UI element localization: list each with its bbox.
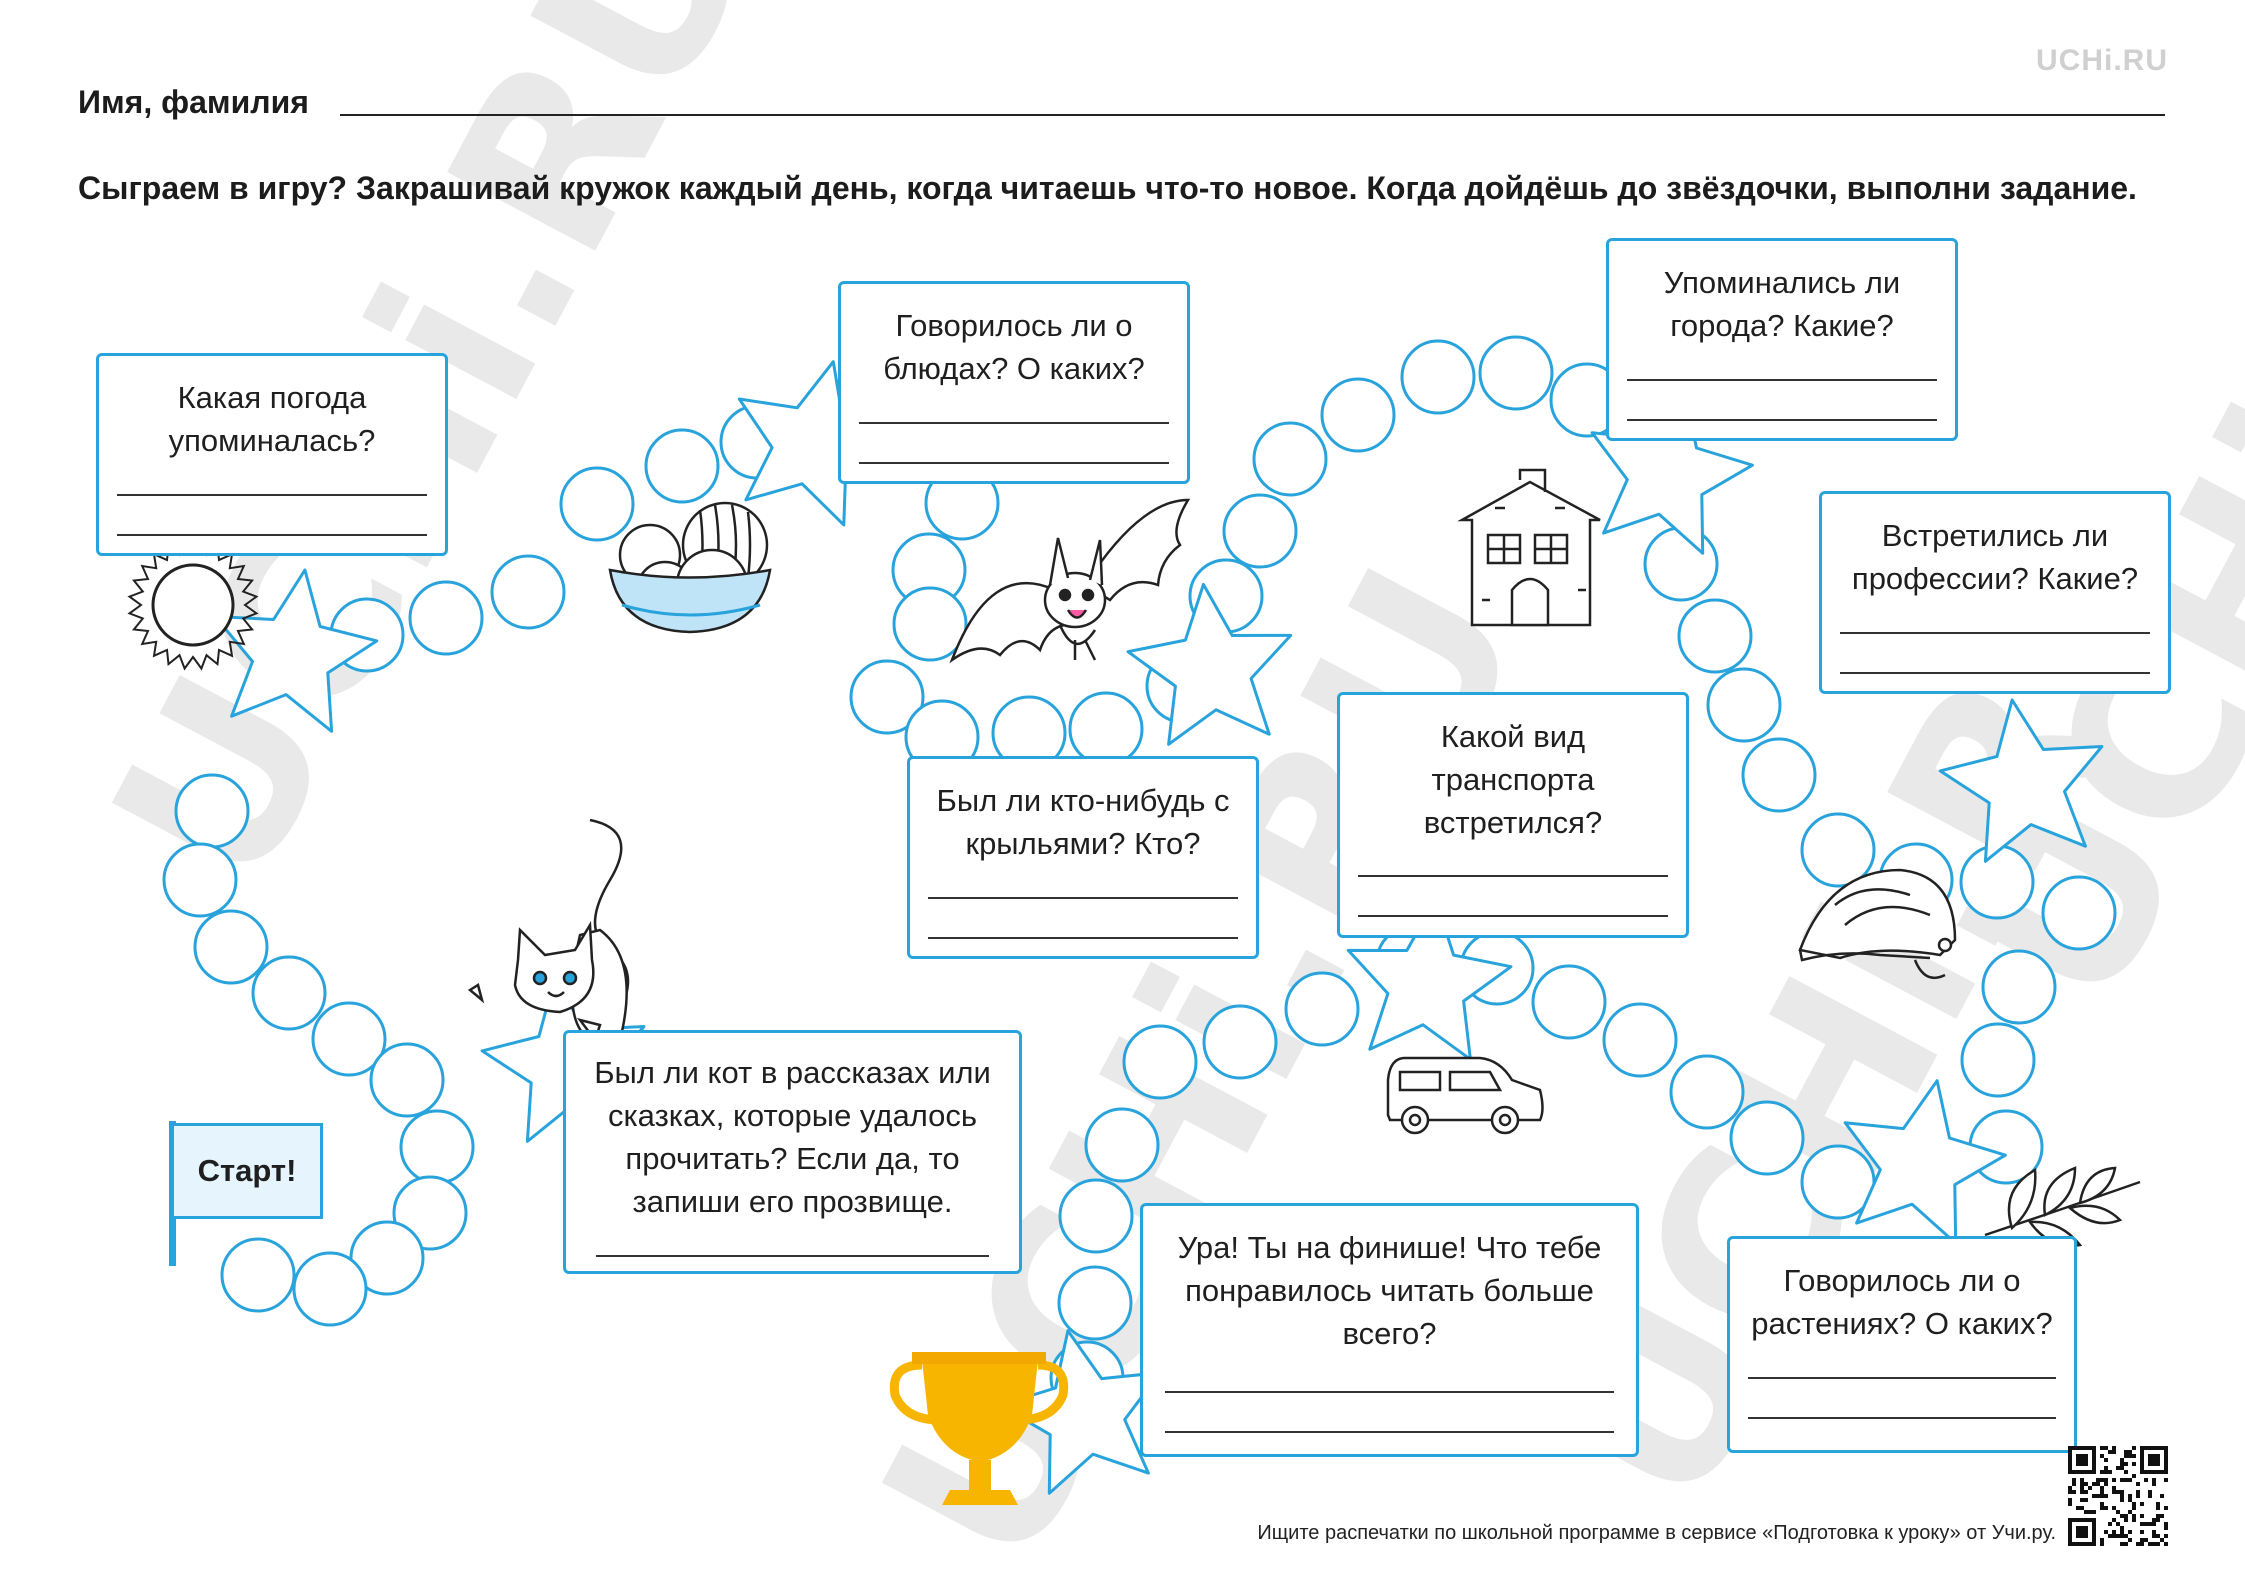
question-text: Ура! Ты на финише! Что тебе понравилось … (1177, 1230, 1602, 1351)
path-circle[interactable] (644, 428, 720, 504)
answer-line[interactable] (1358, 915, 1668, 917)
answer-line[interactable] (596, 1255, 989, 1257)
path-circle[interactable] (1602, 1002, 1678, 1078)
path-circle[interactable] (399, 1109, 475, 1185)
path-circle[interactable] (1320, 377, 1396, 453)
path-circle[interactable] (1122, 1024, 1198, 1100)
path-circle[interactable] (1800, 812, 1876, 888)
question-text: Был ли кот в рассказах или сказках, кото… (594, 1055, 991, 1219)
question-box-professions: Встретились ли профессии? Какие? (1819, 491, 2171, 694)
branch-icon (1984, 1166, 2141, 1247)
path-circle[interactable] (1400, 339, 1476, 415)
path-circle[interactable] (162, 842, 238, 918)
question-text: Встретились ли профессии? Какие? (1851, 518, 2139, 596)
path-circle[interactable] (408, 580, 484, 656)
question-box-wings: Был ли кто-нибудь с крыльями? Кто? (907, 756, 1259, 959)
answer-line[interactable] (117, 534, 427, 536)
path-stars (213, 360, 2104, 1495)
path-circle[interactable] (311, 1001, 387, 1077)
bat-icon (949, 498, 1191, 664)
question-box-plants: Говорилось ли о растениях? О каких? (1727, 1236, 2077, 1453)
path-circle[interactable] (1981, 949, 2057, 1025)
path-star (1346, 897, 1513, 1061)
path-circle[interactable] (1677, 598, 1753, 674)
answer-line[interactable] (1165, 1391, 1614, 1393)
answer-line[interactable] (859, 422, 1169, 424)
path-circle[interactable] (1058, 1178, 1134, 1254)
path-circle[interactable] (559, 466, 635, 542)
fruit-bowl-icon (608, 501, 772, 634)
path-circle[interactable] (1068, 691, 1144, 767)
path-circle[interactable] (193, 909, 269, 985)
answer-line[interactable] (1627, 379, 1937, 381)
path-circle[interactable] (292, 1251, 368, 1327)
cat-icon (467, 818, 630, 1043)
path-circle[interactable] (849, 659, 925, 735)
trophy-icon (889, 1352, 1069, 1505)
question-text: Упоминались ли города? Какие? (1663, 265, 1901, 343)
path-circle[interactable] (1729, 1100, 1805, 1176)
path-circle[interactable] (490, 554, 566, 630)
answer-line[interactable] (1748, 1417, 2056, 1419)
answer-line[interactable] (928, 897, 1238, 899)
question-box-finish: Ура! Ты на финише! Что тебе понравилось … (1140, 1203, 1639, 1457)
path-circle[interactable] (1478, 335, 1554, 411)
path-circle[interactable] (1531, 964, 1607, 1040)
answer-line[interactable] (1165, 1431, 1614, 1433)
question-box-weather: Какая погода упоминалась? (96, 353, 448, 556)
helmet-icon (1798, 868, 1957, 980)
path-circle[interactable] (1252, 421, 1328, 497)
path-star (1843, 1079, 2007, 1245)
question-text: Какая погода упоминалась? (168, 380, 376, 458)
answer-line[interactable] (1840, 672, 2150, 674)
answer-line[interactable] (1627, 419, 1937, 421)
question-box-cities: Упоминались ли города? Какие? (1606, 238, 1958, 441)
path-circle[interactable] (220, 1237, 296, 1313)
answer-line[interactable] (859, 462, 1169, 464)
sun-rays (127, 539, 259, 671)
path-circle[interactable] (1960, 1022, 2036, 1098)
sun-icon (127, 539, 259, 671)
path-circle[interactable] (1741, 737, 1817, 813)
answer-line[interactable] (117, 494, 427, 496)
footer-text: Ищите распечатки по школьной программе в… (1257, 1522, 2056, 1544)
path-circle[interactable] (1084, 1107, 1160, 1183)
car-icon (1386, 1056, 1544, 1135)
question-box-transport: Какой вид транспорта встретился? (1337, 692, 1689, 938)
question-box-dishes: Говорилось ли о блюдах? О каких? (838, 281, 1190, 484)
name-label: Имя, фамилия (78, 84, 309, 120)
question-text: Говорилось ли о растениях? О каких? (1751, 1263, 2053, 1341)
path-circle[interactable] (1669, 1054, 1745, 1130)
instruction-text: Сыграем в игру? Закрашивай кружок каждый… (78, 170, 2137, 206)
brand-logo: UCHi.RU (2036, 44, 2168, 77)
path-star (213, 568, 379, 733)
answer-line[interactable] (1358, 875, 1668, 877)
question-box-cat: Был ли кот в рассказах или сказках, кото… (563, 1030, 1022, 1274)
path-circle[interactable] (1706, 667, 1782, 743)
path-circle[interactable] (1643, 526, 1719, 602)
house-icon (1457, 468, 1601, 627)
question-text: Какой вид транспорта встретился? (1423, 719, 1603, 840)
path-circle[interactable] (174, 773, 250, 849)
path-circle[interactable] (1202, 1004, 1278, 1080)
start-flag: Старт! (171, 1123, 323, 1219)
path-circle[interactable] (251, 955, 327, 1031)
question-text: Говорилось ли о блюдах? О каких? (883, 308, 1145, 386)
question-text: Был ли кто-нибудь с крыльями? Кто? (936, 783, 1230, 861)
path-circle[interactable] (1057, 1265, 1133, 1341)
answer-line[interactable] (1840, 632, 2150, 634)
path-circle[interactable] (1959, 844, 2035, 920)
qr-code-icon (2068, 1446, 2168, 1546)
answer-line[interactable] (1748, 1377, 2056, 1379)
path-star (1126, 582, 1293, 746)
answer-line[interactable] (928, 937, 1238, 939)
path-circle[interactable] (369, 1042, 445, 1118)
path-circle[interactable] (1222, 493, 1298, 569)
path-circle[interactable] (2041, 875, 2117, 951)
path-circle[interactable] (892, 586, 968, 662)
path-circle[interactable] (1284, 971, 1360, 1047)
name-field-line[interactable] (340, 114, 2165, 116)
path-star (1938, 698, 2104, 863)
